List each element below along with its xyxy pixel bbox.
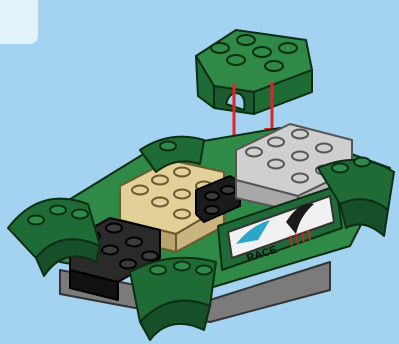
car-chassis: RACE bbox=[8, 124, 394, 340]
wheel-arch-front-right bbox=[130, 258, 216, 340]
green-arch-brick bbox=[196, 30, 312, 114]
